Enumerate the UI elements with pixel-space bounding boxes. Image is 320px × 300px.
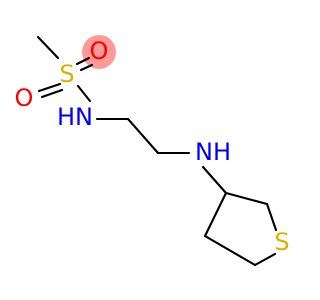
thiolane-sulfur-label: S xyxy=(274,228,289,256)
ring-bond-4 xyxy=(203,234,257,267)
sulfonyl-double-bond-a xyxy=(75,56,91,66)
sulfonyl-double-bond-c xyxy=(37,82,62,93)
ring-bond-3 xyxy=(253,252,277,267)
ethyl-chain-bond xyxy=(126,117,160,155)
nitrogen-ring-bond xyxy=(201,165,228,195)
sulfonyl-sulfur-label: S xyxy=(59,60,74,88)
methyl-sulfur-bond xyxy=(36,35,60,60)
amine-nitrogen-label: NH xyxy=(195,138,231,166)
sulfonyl-oxygen-top-label: O xyxy=(90,37,109,65)
oxygen-highlight xyxy=(82,35,116,69)
ring-bond-5 xyxy=(203,191,228,238)
sulfur-nitrogen-bond xyxy=(76,84,92,103)
molecule-structure: S O O HN NH S xyxy=(14,35,290,267)
molecule-canvas: S O O HN NH S xyxy=(14,35,290,267)
sulfonyl-double-bond-b xyxy=(79,63,94,72)
sulfonamide-nitrogen-label: HN xyxy=(57,103,93,131)
sulfonyl-oxygen-left-label: O xyxy=(15,84,34,112)
ring-bond-2 xyxy=(265,202,278,232)
ring-bond-1 xyxy=(224,191,269,206)
sulfonyl-double-bond-d xyxy=(40,88,64,99)
